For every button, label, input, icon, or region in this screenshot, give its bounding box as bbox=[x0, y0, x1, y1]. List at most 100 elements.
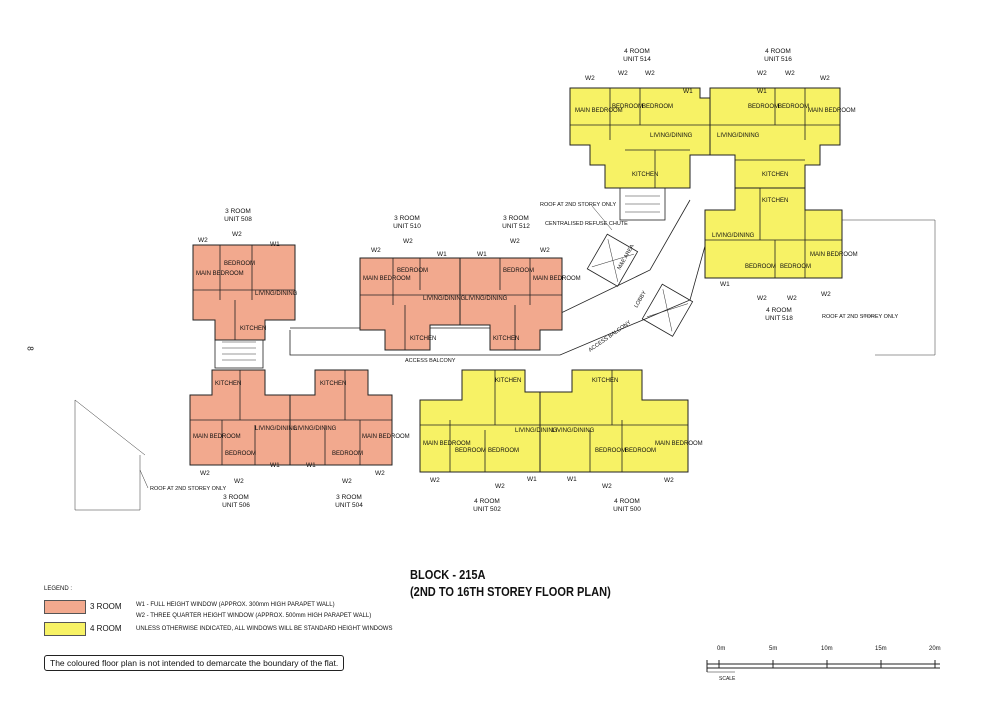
room-label-kitchen: KITCHEN bbox=[410, 336, 436, 342]
window-w2-label: W2 bbox=[342, 478, 352, 485]
unit-512-type: 3 ROOM bbox=[503, 215, 529, 222]
room-label-bedroom: BEDROOM bbox=[780, 264, 811, 270]
room-label-living-dining: LIVING/DINING bbox=[255, 426, 298, 432]
room-label-bedroom: BEDROOM bbox=[488, 448, 519, 454]
unit-506[interactable] bbox=[189, 369, 291, 466]
room-label-kitchen: KITCHEN bbox=[493, 336, 519, 342]
window-w2-label: W2 bbox=[198, 237, 208, 244]
window-w2-label: W2 bbox=[232, 231, 242, 238]
m-e-area-label: M&E AREA bbox=[617, 243, 636, 271]
scale-tick-5: 5m bbox=[769, 646, 778, 652]
window-w2-label: W2 bbox=[602, 483, 612, 490]
room-label-kitchen: KITCHEN bbox=[762, 172, 788, 178]
scale-label: SCALE bbox=[719, 676, 736, 682]
room-label-main-bedroom: MAIN BEDROOM bbox=[810, 252, 858, 258]
roof-outline-right bbox=[840, 219, 936, 356]
room-label-main-bedroom: MAIN BEDROOM bbox=[362, 434, 410, 440]
roof-note-left: ROOF AT 2ND STOREY ONLY bbox=[150, 486, 227, 492]
room-label-bedroom: BEDROOM bbox=[778, 104, 809, 110]
room-label-kitchen: KITCHEN bbox=[320, 381, 346, 387]
room-label-living-dining: LIVING/DINING bbox=[423, 296, 466, 302]
refuse-chute-room bbox=[586, 233, 639, 287]
access-balcony-label-diagonal: ACCESS BALCONY bbox=[588, 320, 633, 354]
unit-502-name: UNIT 502 bbox=[473, 506, 501, 513]
window-w2-label: W2 bbox=[664, 477, 674, 484]
unit-506-name: UNIT 506 bbox=[222, 502, 250, 509]
legend-label-4-room: 4 ROOM bbox=[90, 624, 122, 633]
window-w2-label: W2 bbox=[757, 295, 767, 302]
window-w1-label: W1 bbox=[683, 88, 693, 95]
roof-note-left-leader bbox=[139, 469, 149, 489]
unit-500[interactable] bbox=[539, 369, 689, 473]
unit-512-name: UNIT 512 bbox=[502, 223, 530, 230]
room-label-bedroom: BEDROOM bbox=[332, 451, 363, 457]
room-label-bedroom: BEDROOM bbox=[642, 104, 673, 110]
legend-note-standard: UNLESS OTHERWISE INDICATED, ALL WINDOWS … bbox=[136, 626, 393, 632]
unit-502[interactable] bbox=[419, 369, 541, 473]
window-w2-label: W2 bbox=[403, 238, 413, 245]
unit-514[interactable] bbox=[569, 87, 711, 189]
room-label-bedroom: BEDROOM bbox=[397, 268, 428, 274]
access-balcony-label: ACCESS BALCONY bbox=[405, 358, 456, 364]
window-w1-label: W1 bbox=[437, 251, 447, 258]
room-label-kitchen: KITCHEN bbox=[495, 378, 521, 384]
legend: LEGEND : 3 ROOM 4 ROOM W1 - FULL HEIGHT … bbox=[44, 586, 444, 646]
unit-516-name: UNIT 516 bbox=[764, 56, 792, 63]
room-label-living-dining: LIVING/DINING bbox=[712, 233, 755, 239]
unit-500-type: 4 ROOM bbox=[614, 498, 640, 505]
scale-tick-20: 20m bbox=[929, 646, 941, 652]
room-label-kitchen: KITCHEN bbox=[240, 326, 266, 332]
window-w2-label: W2 bbox=[645, 70, 655, 77]
room-label-bedroom: BEDROOM bbox=[745, 264, 776, 270]
window-w2-label: W2 bbox=[618, 70, 628, 77]
block-title-line1: BLOCK - 215A bbox=[410, 567, 486, 582]
room-label-living-dining: LIVING/DINING bbox=[294, 426, 337, 432]
unit-512[interactable] bbox=[459, 257, 563, 351]
window-w1-label: W1 bbox=[477, 251, 487, 258]
room-label-main-bedroom: MAIN BEDROOM bbox=[575, 108, 623, 114]
unit-518-type: 4 ROOM bbox=[766, 307, 792, 314]
window-w2-label: W2 bbox=[371, 247, 381, 254]
roof-note-right: ROOF AT 2ND STOREY ONLY bbox=[822, 314, 899, 320]
room-label-living-dining: LIVING/DINING bbox=[717, 133, 760, 139]
legend-title: LEGEND : bbox=[44, 586, 73, 592]
window-w1-label: W1 bbox=[567, 476, 577, 483]
window-w2-label: W2 bbox=[785, 70, 795, 77]
unit-508-type: 3 ROOM bbox=[225, 208, 251, 215]
legend-swatch-4-room bbox=[44, 622, 86, 636]
room-label-living-dining: LIVING/DINING bbox=[465, 296, 508, 302]
window-w2-label: W2 bbox=[821, 291, 831, 298]
window-w1-label: W1 bbox=[306, 462, 316, 469]
unit-510-type: 3 ROOM bbox=[394, 215, 420, 222]
room-label-bedroom: BEDROOM bbox=[455, 448, 486, 454]
room-label-bedroom: BEDROOM bbox=[625, 448, 656, 454]
legend-note-w1: W1 - FULL HEIGHT WINDOW (APPROX. 300mm H… bbox=[136, 602, 335, 608]
room-label-kitchen: KITCHEN bbox=[632, 172, 658, 178]
roof-note-leader bbox=[591, 205, 613, 231]
block-title-line2: (2ND TO 16TH STOREY FLOOR PLAN) bbox=[410, 584, 611, 599]
unit-514-name: UNIT 514 bbox=[623, 56, 651, 63]
window-w1-label: W1 bbox=[270, 241, 280, 248]
room-label-main-bedroom: MAIN BEDROOM bbox=[533, 276, 581, 282]
unit-518[interactable] bbox=[704, 187, 843, 279]
room-label-bedroom: BEDROOM bbox=[224, 261, 255, 267]
unit-516[interactable] bbox=[709, 87, 841, 189]
unit-506-type: 3 ROOM bbox=[223, 494, 249, 501]
scale-ruler bbox=[706, 660, 940, 673]
block-title: BLOCK - 215A (2ND TO 16TH STOREY FLOOR P… bbox=[410, 566, 611, 600]
room-label-living-dining: LIVING/DINING bbox=[255, 291, 298, 297]
lobby-void bbox=[641, 283, 694, 337]
unit-504-name: UNIT 504 bbox=[335, 502, 363, 509]
window-w2-label: W2 bbox=[200, 470, 210, 477]
unit-502-type: 4 ROOM bbox=[474, 498, 500, 505]
window-w1-label: W1 bbox=[270, 462, 280, 469]
roof-outline-left bbox=[74, 399, 146, 511]
scale-tick-15: 15m bbox=[875, 646, 887, 652]
disclaimer-box: The coloured floor plan is not intended … bbox=[44, 655, 345, 671]
unit-504[interactable] bbox=[289, 369, 393, 466]
unit-514-type: 4 ROOM bbox=[624, 48, 650, 55]
unit-508[interactable] bbox=[192, 244, 296, 341]
unit-504-type: 3 ROOM bbox=[336, 494, 362, 501]
window-w1-label: W1 bbox=[527, 476, 537, 483]
scale-tick-0: 0m bbox=[717, 646, 726, 652]
